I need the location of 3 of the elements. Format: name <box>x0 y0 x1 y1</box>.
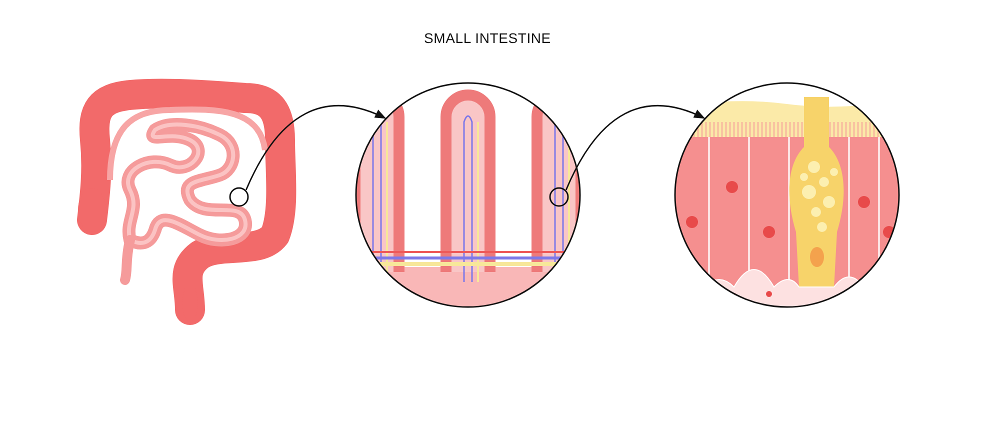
diagram-title: SMALL INTESTINE <box>423 30 552 46</box>
arrow <box>245 105 386 190</box>
arrow <box>565 105 706 190</box>
